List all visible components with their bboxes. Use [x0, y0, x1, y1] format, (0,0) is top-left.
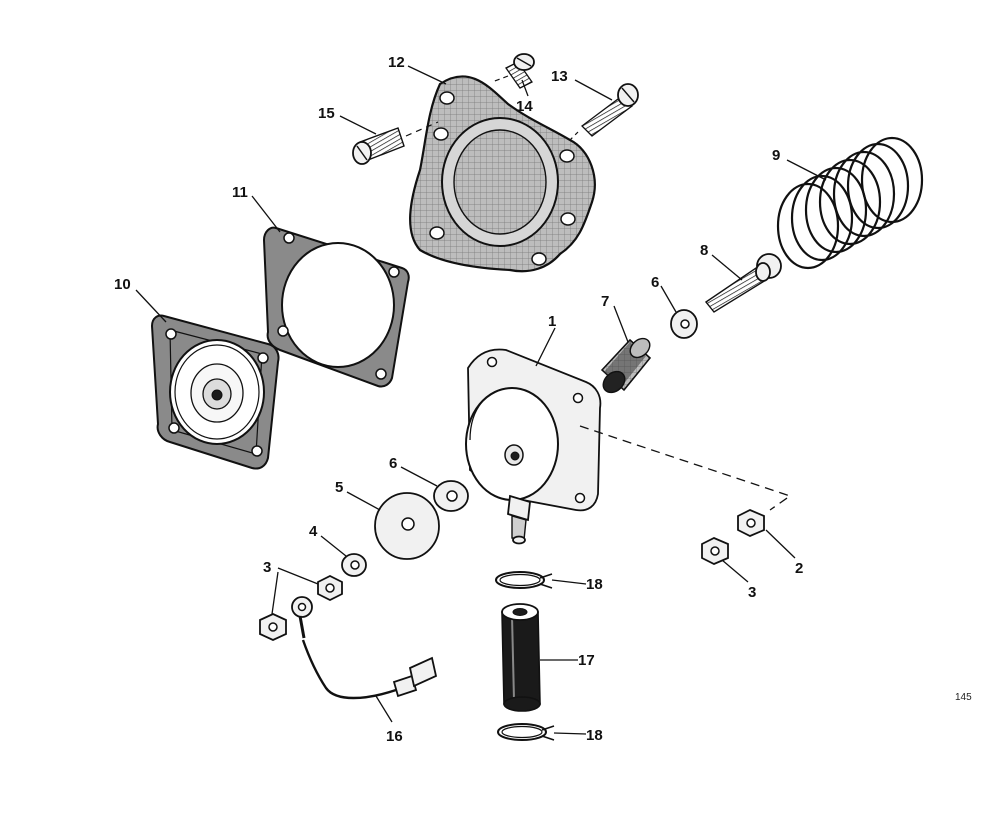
callout-labels: 1 2 3 3 4 5 6 6 7 8 9 10 11 12 13 14 15 … [114, 54, 803, 745]
callout-4: 4 [309, 523, 318, 540]
callout-18-upper: 18 [586, 576, 603, 593]
callout-1: 1 [548, 313, 556, 330]
callout-17: 17 [578, 652, 595, 669]
nut-part-3-left-upper [317, 574, 343, 602]
callout-3-right: 3 [748, 584, 756, 601]
callout-8: 8 [700, 242, 708, 259]
ground-wire-part-16 [291, 596, 438, 700]
callout-14: 14 [516, 98, 533, 115]
callout-11: 11 [232, 184, 248, 201]
washer-part-6-upper [670, 309, 698, 339]
bolt-part-8 [704, 253, 782, 313]
callout-16: 16 [386, 728, 403, 745]
figure-number: 145 [955, 692, 972, 703]
washer-part-4 [341, 553, 367, 577]
diaphragm-part-10 [150, 314, 280, 470]
callout-18-lower: 18 [586, 727, 603, 744]
callout-5: 5 [335, 479, 343, 496]
callout-15: 15 [318, 105, 335, 122]
spring-part-9 [776, 136, 924, 270]
hose-clamp-part-18-upper [495, 571, 553, 589]
plate-part-5 [374, 492, 440, 560]
callout-2: 2 [795, 560, 803, 577]
callout-6-upper: 6 [651, 274, 659, 291]
callout-13: 13 [551, 68, 568, 85]
screw-part-15 [352, 121, 439, 165]
callout-3-left: 3 [263, 559, 271, 576]
pump-body-part-1 [465, 348, 602, 545]
callout-10: 10 [114, 276, 131, 293]
callout-7: 7 [601, 293, 609, 310]
callout-9: 9 [772, 147, 780, 164]
nut-part-3-left-lower [259, 613, 287, 641]
hose-part-17 [501, 603, 541, 712]
gasket-part-11 [262, 226, 410, 388]
nut-part-2 [737, 509, 765, 537]
callout-6-lower: 6 [389, 455, 397, 472]
leader-lines [135, 65, 827, 735]
washer-part-6-lower [433, 480, 469, 512]
mounting-flange-part [409, 75, 596, 273]
nut-part-3-right [701, 537, 729, 565]
callout-12: 12 [388, 54, 405, 71]
screw-part-13 [569, 83, 639, 141]
screw-part-14 [491, 53, 535, 89]
hose-clamp-part-18-lower [497, 723, 555, 741]
filter-sleeve-part-7 [600, 337, 652, 394]
